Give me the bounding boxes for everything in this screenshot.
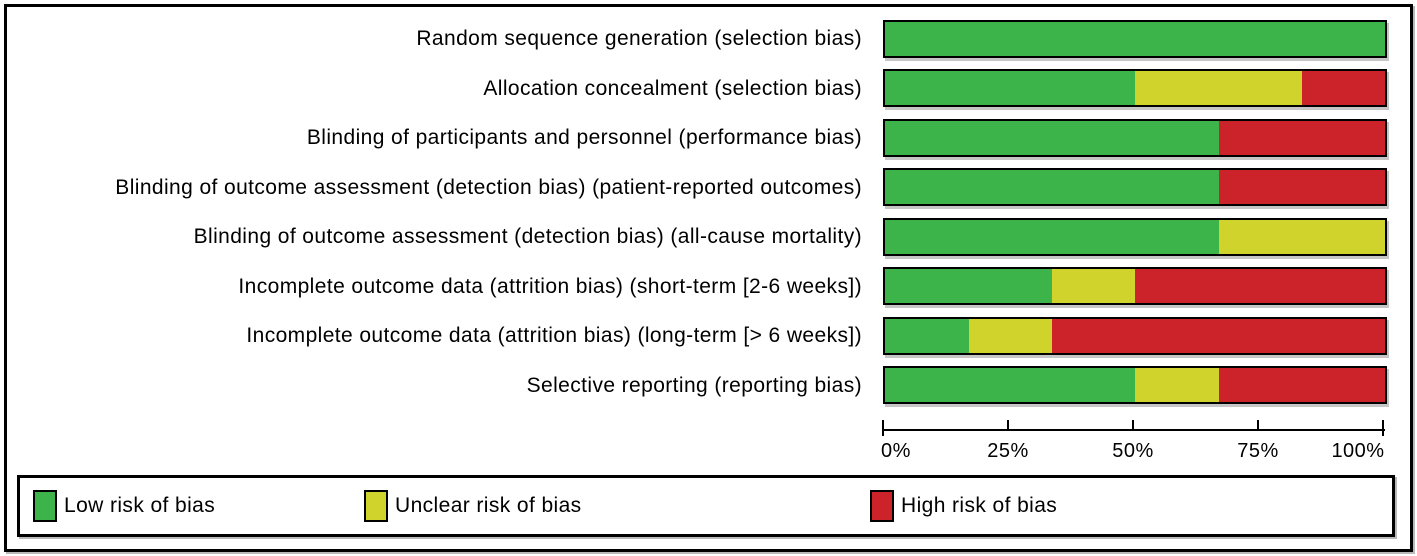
stacked-bar [883,118,1387,157]
category-label: Incomplete outcome data (attrition bias)… [238,274,862,298]
figure-frame: Random sequence generation (selection bi… [4,4,1413,552]
axis-tick [1132,420,1134,430]
category-label: Allocation concealment (selection bias) [483,76,862,100]
risk-bar-row: Random sequence generation (selection bi… [7,14,1410,64]
category-label: Blinding of outcome assessment (detectio… [193,225,862,249]
category-label: Incomplete outcome data (attrition bias)… [246,324,862,348]
risk-bar-row: Blinding of participants and personnel (… [7,113,1410,163]
bar-segment-low [885,368,1135,403]
stacked-bar [883,19,1387,58]
bar-segment-low [885,219,1219,254]
risk-bar-row: Selective reporting (reporting bias) [7,361,1410,411]
bar-segment-high [1218,170,1385,205]
bar-segment-low [885,120,1219,155]
bar-segment-unclear [1051,269,1135,304]
risk-bar-row: Incomplete outcome data (attrition bias)… [7,311,1410,361]
stacked-bar [883,316,1387,355]
stacked-bar [883,69,1387,108]
axis-tick [1257,420,1259,430]
category-label: Blinding of outcome assessment (detectio… [115,175,862,199]
risk-bar-row: Allocation concealment (selection bias) [7,64,1410,114]
axis-tick-label: 100% [1331,440,1385,462]
bar-segment-high [1135,269,1385,304]
bar-segment-high [1301,71,1385,106]
stacked-bar [883,168,1387,207]
stacked-bar [883,366,1387,405]
risk-bars: Random sequence generation (selection bi… [7,14,1410,410]
axis-tick [882,420,884,436]
legend-item-low: Low risk of bias [33,490,215,522]
bar-segment-high [1052,318,1385,353]
bar-segment-high [1218,120,1385,155]
axis-tick-label: 0% [881,440,911,462]
legend: Low risk of bias Unclear risk of bias High… [17,475,1395,537]
low-risk-swatch [33,490,57,522]
bar-segment-low [885,21,1385,56]
axis-tick-label: 25% [987,440,1029,462]
category-label: Selective reporting (reporting bias) [526,373,862,397]
risk-bar-row: Incomplete outcome data (attrition bias)… [7,262,1410,312]
axis-tick [1007,420,1009,430]
risk-bar-row: Blinding of outcome assessment (detectio… [7,163,1410,213]
bar-segment-low [885,71,1135,106]
stacked-bar [883,217,1387,256]
bar-segment-low [885,269,1052,304]
category-label: Random sequence generation (selection bi… [416,27,862,51]
risk-bar-row: Blinding of outcome assessment (detectio… [7,212,1410,262]
legend-item-unclear: Unclear risk of bias [364,490,582,522]
axis-tick-label: 50% [1112,440,1154,462]
bar-segment-unclear [1218,219,1385,254]
legend-label: Low risk of bias [64,494,216,517]
axis-tick [1382,420,1384,436]
bar-segment-low [885,170,1219,205]
axis-line [883,429,1385,431]
bar-segment-high [1218,368,1385,403]
bar-segment-unclear [968,318,1052,353]
high-risk-swatch [870,490,894,522]
stacked-bar [883,267,1387,306]
category-label: Blinding of participants and personnel (… [306,126,862,150]
bar-segment-unclear [1135,368,1219,403]
bar-segment-low [885,318,969,353]
legend-item-high: High risk of bias [870,490,1057,522]
legend-label: High risk of bias [901,494,1058,517]
axis-tick-label: 75% [1237,440,1279,462]
legend-label: Unclear risk of bias [395,494,582,517]
bar-segment-unclear [1135,71,1302,106]
unclear-risk-swatch [364,490,388,522]
